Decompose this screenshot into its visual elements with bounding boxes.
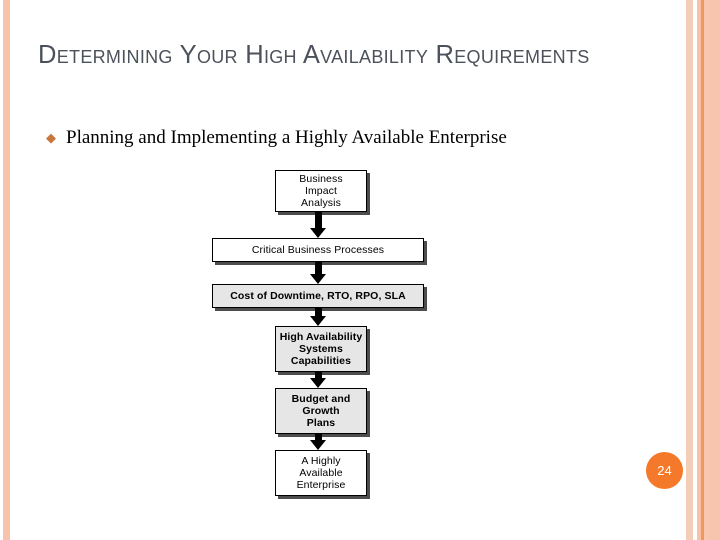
bullet-marker-icon: ◆ [46,130,56,145]
bullet-item-label: Planning and Implementing a Highly Avail… [66,127,507,148]
flowchart-node-label: Cost of Downtime, RTO, RPO, SLA [230,290,406,302]
flowchart-node-label: Critical Business Processes [251,244,385,256]
flowchart-arrowhead-icon [310,378,326,388]
flowchart-node-label: Business Impact Analysis [299,173,343,209]
flowchart-arrowhead-icon [310,228,326,238]
flowchart-connector [314,434,322,441]
flowchart-connector [314,262,322,275]
flowchart-node: Cost of Downtime, RTO, RPO, SLA [212,284,424,308]
flowchart-node: A Highly Available Enterprise [275,450,367,496]
right-accent-stripe-3 [701,0,704,540]
flowchart-node: Critical Business Processes [212,238,424,262]
flowchart-arrowhead-icon [310,316,326,326]
flowchart-node: Budget and Growth Plans [275,388,367,434]
left-accent-bar [3,0,10,540]
bullet-item: ◆ Planning and Implementing a Highly Ava… [36,126,507,150]
flowchart-arrowhead-icon [310,440,326,450]
flowchart-connector [314,212,322,229]
flowchart-node-label: High Availability Systems Capabilities [279,331,363,367]
right-accent-stripe-5 [709,0,720,540]
page-number-badge: 24 [646,452,683,489]
flowchart-node-label: A Highly Available Enterprise [296,455,346,491]
flowchart-node-label: Budget and Growth Plans [291,393,351,429]
flowchart-node: Business Impact Analysis [275,170,367,212]
flowchart-connector [314,372,322,379]
slide-title: Determining Your High Availability Requi… [38,41,590,69]
right-accent-stripe-4 [704,0,709,540]
flowchart-connector [314,308,322,317]
flowchart-node: High Availability Systems Capabilities [275,326,367,372]
right-accent-stripe-1 [686,0,693,540]
right-accent-stripe-2 [697,0,701,540]
flowchart-arrowhead-icon [310,274,326,284]
